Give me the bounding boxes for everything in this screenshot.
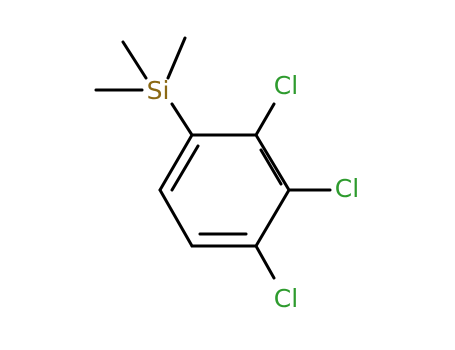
bond-si-methyl-1 xyxy=(121,40,148,80)
bond-c2-c3-inner xyxy=(259,148,283,186)
atom-label-cl-3: Cl xyxy=(335,174,359,203)
bond-c6-c1-inner xyxy=(170,144,200,192)
bond-c2-cl xyxy=(254,102,276,137)
bond-si-methyl-2 xyxy=(166,36,187,80)
bond-c3-c4 xyxy=(254,188,291,248)
bond-c6-c1 xyxy=(158,133,194,192)
atom-label-cl-2: Cl xyxy=(274,71,298,100)
bond-c2-c3 xyxy=(254,133,291,192)
bond-c4-cl xyxy=(254,244,276,280)
atom-label-cl-4: Cl xyxy=(274,284,298,313)
atom-label-si: Si xyxy=(147,76,170,105)
bond-c1-si xyxy=(170,102,194,137)
bond-c5-c6 xyxy=(158,188,194,248)
